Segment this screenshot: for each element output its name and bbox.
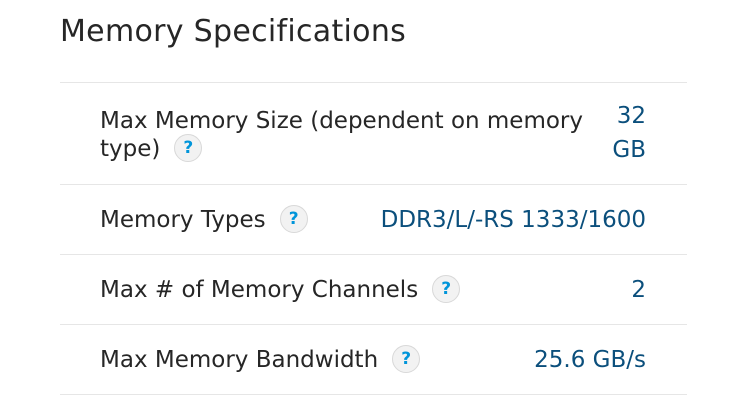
spec-value: DDR3/L/-RS 1333/1600	[380, 207, 646, 233]
spec-label: Memory Types	[100, 207, 266, 233]
spec-label-container: Memory Types?	[100, 204, 308, 235]
spec-row-max-memory-size: Max Memory Size (dependent on memory typ…	[60, 83, 687, 185]
spec-row-max-memory-channels: Max # of Memory Channels? 2	[60, 255, 687, 325]
spec-label-container: Max Memory Size (dependent on memory typ…	[100, 107, 600, 164]
help-icon[interactable]: ?	[279, 204, 308, 233]
spec-value: 32 GB	[612, 103, 646, 163]
help-icon[interactable]: ?	[432, 274, 461, 303]
spec-value: 25.6 GB/s	[534, 347, 646, 373]
spec-label: Max # of Memory Channels	[100, 277, 419, 303]
spec-label-container: Max # of Memory Channels?	[100, 274, 461, 305]
spec-value: 2	[631, 277, 646, 303]
section-title: Memory Specifications	[60, 14, 407, 49]
help-icon[interactable]: ?	[174, 133, 203, 162]
spec-row-memory-types: Memory Types? DDR3/L/-RS 1333/1600	[60, 185, 687, 255]
memory-spec-table: Max Memory Size (dependent on memory typ…	[60, 82, 687, 395]
spec-label: Max Memory Size (dependent on memory typ…	[100, 108, 583, 162]
spec-label-container: Max Memory Bandwidth?	[100, 344, 421, 375]
spec-row-max-memory-bandwidth: Max Memory Bandwidth? 25.6 GB/s	[60, 325, 687, 395]
help-icon[interactable]: ?	[392, 344, 421, 373]
spec-label: Max Memory Bandwidth	[100, 347, 379, 373]
